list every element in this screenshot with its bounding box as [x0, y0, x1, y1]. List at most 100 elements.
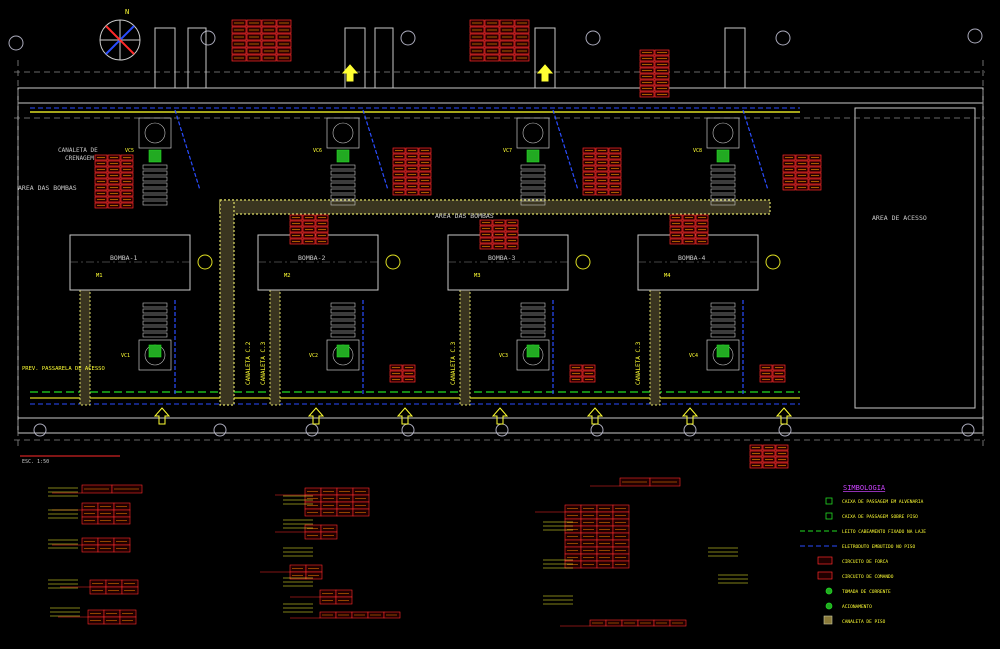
- tag-cluster: [669, 214, 709, 245]
- valve-top-label: VC8: [693, 148, 702, 154]
- schedule-block: [290, 589, 353, 605]
- pump-name: BOMBA-2: [298, 254, 325, 262]
- schedule-block: [60, 579, 139, 595]
- legend-item: ELETRODUTO EMBUTIDO NO PISO: [800, 544, 915, 550]
- tag-cluster: [639, 49, 670, 98]
- valve-bottom-label: VC1: [121, 353, 130, 359]
- legend-item: LEITO CABEAMENTO FIXADO NA LAJE: [800, 529, 926, 535]
- canaleta-label-3: CANALETA C.3: [450, 341, 457, 385]
- tag-cluster: [582, 147, 622, 196]
- canaleta-crenagem-2: CRENAGEM: [65, 155, 94, 162]
- legend-title: SIMBOLOGIA: [843, 484, 886, 492]
- valve-bottom-label: VC2: [309, 353, 318, 359]
- north-arrow: [99, 19, 141, 61]
- schedule-block: [58, 609, 137, 625]
- legend-text: ACIONAMENTO: [842, 604, 872, 610]
- up-arrow: [341, 64, 359, 82]
- up-arrow: [586, 407, 604, 425]
- schedule-block: [560, 619, 687, 627]
- schedule-block: [275, 487, 370, 517]
- passarela-note: PREV. PASSARELA DE ACESSO: [22, 366, 105, 372]
- tag-cluster: [392, 147, 432, 196]
- up-arrow: [396, 407, 414, 425]
- schedule-block: [260, 564, 323, 580]
- motor-label: M3: [474, 273, 481, 279]
- legend-item: TOMADA DE CORRENTE: [825, 587, 891, 595]
- schedule-block: [590, 477, 681, 487]
- canaleta-label-2: CANALETA C.3: [260, 341, 267, 385]
- canaleta-crenagem-1: CANALETA DE: [58, 147, 98, 154]
- area-acesso-label: AREA DE ACESSO: [872, 214, 927, 222]
- grid-bubbles: [8, 28, 983, 437]
- legend-text: CANALETA DE PISO: [842, 619, 886, 625]
- canal-vertical-5: [649, 289, 661, 406]
- motor-label: M1: [96, 273, 103, 279]
- tag-cluster: [479, 219, 519, 250]
- schedule-blocks: [48, 477, 748, 627]
- legend-item: ACIONAMENTO: [825, 602, 872, 610]
- valve-top-label: VC5: [125, 148, 134, 154]
- legend-item: CAIXA DE PASSAGEM SOBRE PISO: [825, 512, 918, 520]
- up-arrow: [681, 407, 699, 425]
- area-bombas-label-b: AREA DAS BOMBAS: [435, 212, 494, 220]
- motor-label: M2: [284, 273, 291, 279]
- schedule-block: [52, 502, 131, 525]
- schedule-block: [275, 524, 338, 540]
- pump-body: [69, 234, 191, 291]
- motor-label: M4: [664, 273, 671, 279]
- legend-text: LEITO CABEAMENTO FIXADO NA LAJE: [842, 529, 926, 535]
- schedule-block: [52, 484, 143, 494]
- legend-text: CAIXA DE PASSAGEM EM ALVENARIA: [842, 499, 924, 505]
- canal-vertical-3: [269, 289, 281, 406]
- tag-cluster: [569, 364, 596, 383]
- tag-cluster: [759, 364, 786, 383]
- up-arrow: [536, 64, 554, 82]
- legend-text: CAIXA DE PASSAGEM SOBRE PISO: [842, 514, 918, 520]
- tag-cluster: [469, 19, 530, 62]
- schedule-block: [290, 611, 401, 619]
- scale-note: ESC. 1:50: [22, 459, 49, 465]
- valve-bottom-label: VC4: [689, 353, 698, 359]
- schedule-block: [535, 504, 630, 569]
- canal-horizontal: [219, 199, 771, 215]
- canaleta-label-4: CANALETA C.3: [635, 341, 642, 385]
- schedule-block: [52, 537, 131, 553]
- valve-top-label: VC6: [313, 148, 322, 154]
- canal-vertical-4: [459, 289, 471, 406]
- circuit-tags: [94, 19, 822, 469]
- tag-cluster: [231, 19, 292, 62]
- pump-name: BOMBA-1: [110, 254, 137, 262]
- legend-text: ELETRODUTO EMBUTIDO NO PISO: [842, 544, 915, 550]
- access-arrows: [153, 64, 793, 425]
- up-arrow: [491, 407, 509, 425]
- tag-cluster: [289, 214, 329, 245]
- tag-cluster: [389, 364, 416, 383]
- legend-item: CAIXA DE PASSAGEM EM ALVENARIA: [825, 497, 924, 505]
- north-label: N: [125, 8, 129, 16]
- legend: CAIXA DE PASSAGEM EM ALVENARIA CAIXA DE P…: [800, 497, 926, 625]
- valve-top-label: VC7: [503, 148, 512, 154]
- tag-cluster: [782, 154, 822, 191]
- tag-cluster: [749, 444, 789, 469]
- canaleta-label-1: CANALETA C.2: [245, 341, 252, 385]
- legend-text: CIRCUITO DE FORCA: [842, 559, 888, 565]
- canal-vertical-1: [219, 199, 235, 406]
- valve-bottom-label: VC3: [499, 353, 508, 359]
- up-arrow: [775, 407, 793, 425]
- legend-item: CANALETA DE PISO: [823, 615, 886, 625]
- pump-name: BOMBA-3: [488, 254, 515, 262]
- area-bombas-label-a: AREA DAS BOMBAS: [18, 184, 77, 192]
- legend-text: TOMADA DE CORRENTE: [842, 589, 891, 595]
- canal-vertical-2: [79, 289, 91, 406]
- legend-item: CIRCUITO DE FORCA: [817, 556, 888, 565]
- dashed-grid: [14, 60, 985, 450]
- shafts: [154, 27, 746, 89]
- tag-cluster: [94, 154, 134, 209]
- up-arrow: [307, 407, 325, 425]
- legend-text: CIRCUITO DE COMANDO: [842, 574, 894, 580]
- up-arrow: [153, 407, 171, 425]
